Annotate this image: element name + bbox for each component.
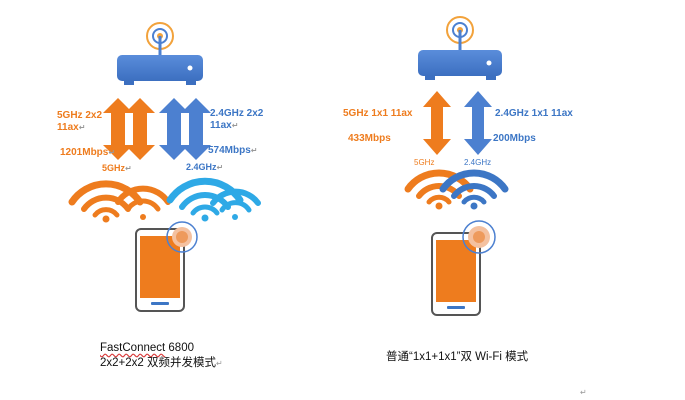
arrow-5ghz-right — [423, 91, 451, 155]
speed-5ghz-right: 433Mbps — [348, 133, 391, 144]
wifi-icon-5ghz-left — [68, 180, 144, 223]
label-5ghz-right: 5GHz 1x1 11ax — [343, 108, 413, 119]
phone-icon-left — [135, 221, 198, 312]
speed-5ghz-left: 1201Mbps↵ — [60, 147, 116, 158]
tag-5ghz-right: 5GHz — [414, 158, 435, 167]
tag-5ghz-left: 5GHz↵ — [102, 163, 132, 173]
caption-brand: FastConnect — [100, 342, 166, 354]
double-arrow-24ghz-left — [159, 98, 211, 160]
phone-icon-right — [431, 220, 496, 316]
paragraph-mark: ↵ — [580, 388, 587, 397]
caption-left: FastConnect 6800 2x2+2x2 双频并发模式↵ — [100, 342, 223, 369]
tag-24ghz-right: 2.4GHz — [464, 158, 492, 167]
double-arrow-5ghz-left — [103, 98, 155, 160]
wifi-icon-5ghz-left-b — [115, 185, 171, 220]
arrow-24ghz-right — [464, 91, 492, 155]
wifi-icon-24ghz-right — [439, 169, 509, 210]
router-icon-left — [117, 22, 203, 85]
router-icon-right — [418, 16, 502, 80]
tag-24ghz-left: 2.4GHz↵ — [186, 162, 224, 172]
caption-right: 普通“1x1+1x1”双 Wi-Fi 模式 — [386, 351, 529, 363]
speed-24ghz-right: 200Mbps — [493, 133, 536, 144]
label-24ghz-right: 2.4GHz 1x1 11ax — [495, 108, 573, 119]
speed-24ghz-left: 574Mbps↵ — [208, 145, 258, 156]
wifi-icon-24ghz-left-b — [210, 188, 261, 220]
